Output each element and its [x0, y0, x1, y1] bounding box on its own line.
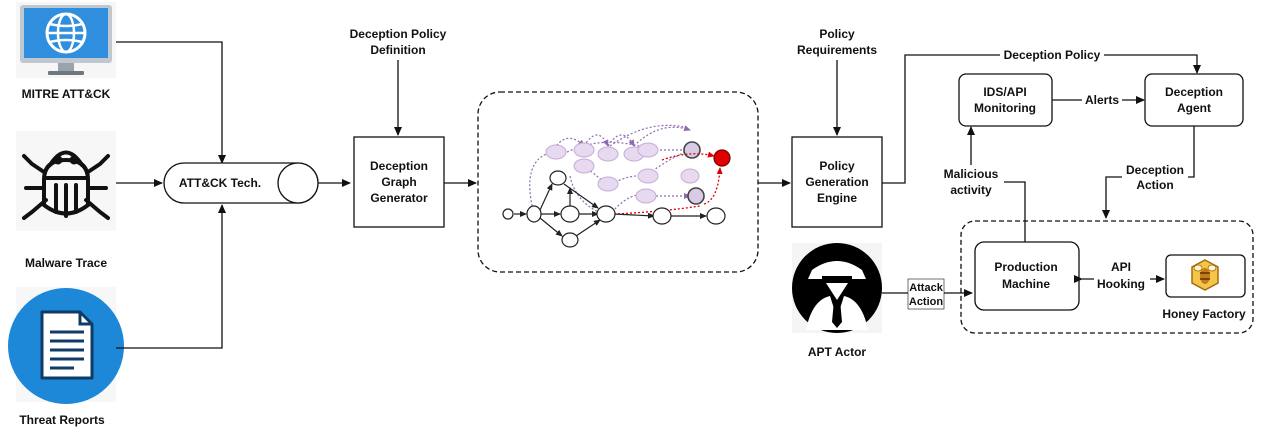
honeycomb-bee-icon: [1191, 259, 1219, 291]
honey-environment-region: [960, 220, 1254, 334]
ids-line1: IDS/API: [983, 85, 1026, 99]
malware-label: Malware Trace: [25, 256, 107, 270]
graph-generator-line1: Deception: [370, 159, 428, 173]
production-line2: Machine: [1002, 277, 1050, 291]
attack-graph-illustration: [500, 114, 738, 252]
policy-engine-line2: Generation: [805, 175, 868, 189]
policy-req-line1: Policy: [819, 27, 855, 41]
attck-tech-cylinder: [163, 162, 319, 204]
attack-action-line2: Action: [909, 296, 944, 308]
policy-engine-box: [791, 136, 883, 228]
apt-actor-label: APT Actor: [808, 345, 867, 359]
malicious-line1: Malicious: [944, 167, 999, 181]
deception-action-line1: Deception: [1126, 163, 1184, 177]
attck-tech-label: ATT&CK Tech.: [179, 176, 261, 190]
bug-icon: [16, 131, 116, 231]
honey-factory-label: Honey Factory: [1162, 307, 1246, 321]
api-hooking-line2: Hooking: [1097, 277, 1145, 291]
source-connectors: [116, 41, 226, 349]
graph-generator-line3: Generator: [370, 191, 428, 205]
attack-action-line1: Attack: [909, 282, 944, 294]
threat-label: Threat Reports: [19, 413, 105, 427]
document-icon: [8, 287, 124, 404]
deception-policy-label: Deception Policy: [1004, 48, 1101, 62]
ids-line2: Monitoring: [974, 101, 1036, 115]
production-machine-box: [974, 241, 1080, 311]
policy-def-line2: Definition: [370, 43, 425, 57]
deception-agent-box: [1144, 73, 1244, 127]
deception-policy-arrow: [882, 54, 1201, 184]
policy-engine-line3: Engine: [817, 191, 857, 205]
policy-def-line1: Deception Policy: [350, 27, 447, 41]
graph-generator-line2: Graph: [381, 175, 416, 189]
alerts-label: Alerts: [1085, 93, 1119, 107]
production-line1: Production: [994, 260, 1057, 274]
api-hooking-line1: API: [1111, 260, 1131, 274]
graph-generator-box: [353, 136, 445, 228]
deception-action-line2: Action: [1136, 178, 1173, 192]
policy-engine-line1: Policy: [819, 159, 855, 173]
agent-line1: Deception: [1165, 85, 1223, 99]
policy-req-line2: Requirements: [797, 43, 877, 57]
mitre-label: MITRE ATT&CK: [22, 87, 111, 101]
monitor-globe-icon: [16, 2, 116, 78]
ids-monitoring-box: [958, 73, 1053, 127]
agent-line2: Agent: [1177, 101, 1211, 115]
malicious-line2: activity: [950, 183, 992, 197]
hooded-hacker-icon: [792, 243, 882, 333]
